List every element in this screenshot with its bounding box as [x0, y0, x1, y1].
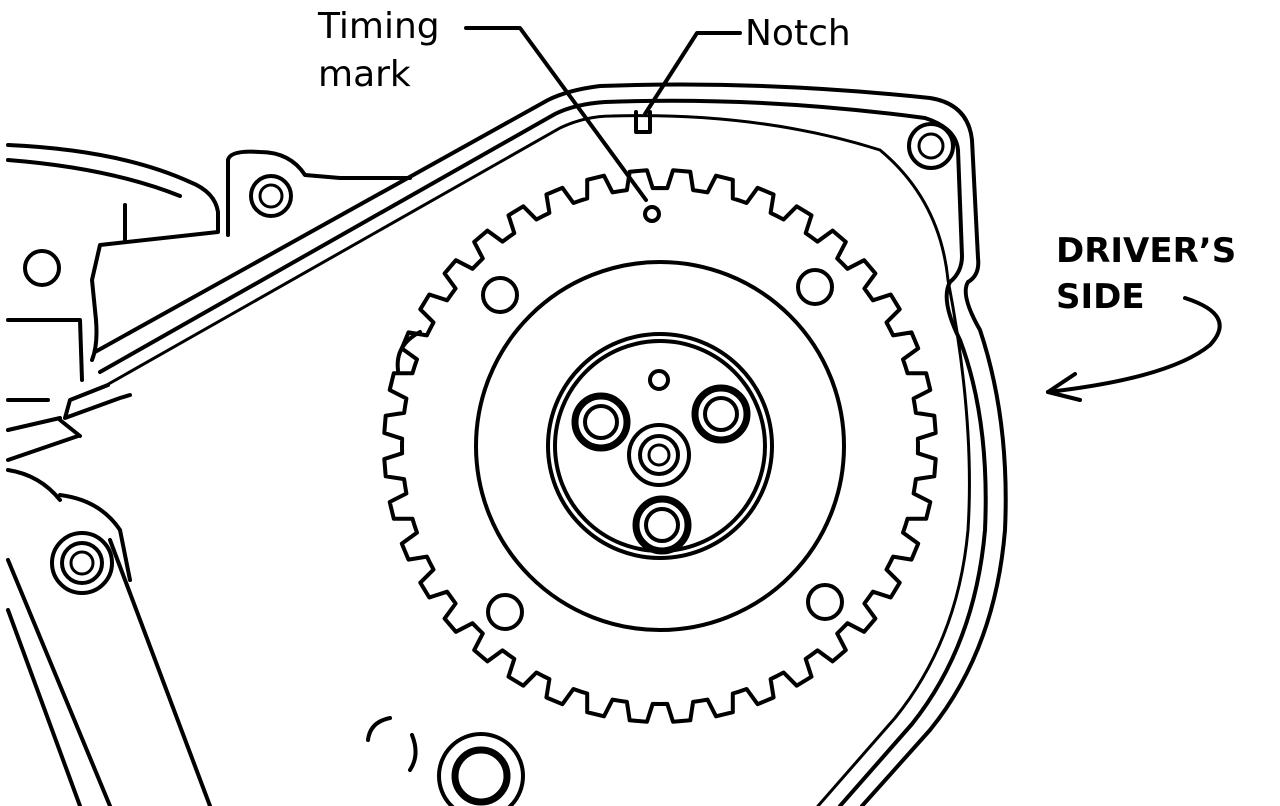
bottom-arc [366, 716, 392, 742]
center-bolt [627, 423, 691, 487]
bottom-bolt [437, 732, 525, 806]
notch-leader [643, 31, 742, 116]
timing-mark-label-line2: mark [318, 54, 411, 95]
engine-block-left [6, 143, 412, 806]
drivers-side-label-line2: SIDE [1056, 277, 1145, 317]
upper-right-boss [907, 122, 955, 170]
sprocket-bolt-left [571, 392, 631, 452]
notch-mark [634, 110, 652, 134]
sprocket-holes [481, 268, 844, 631]
timing-mark-dot [643, 205, 661, 223]
drivers-side-arrow [1046, 296, 1222, 402]
sprocket-bolt-bottom [632, 495, 692, 555]
camshaft-sprocket [382, 168, 938, 724]
timing-mark-label-line1: Timing [317, 6, 440, 47]
sprocket-bolt-right [691, 384, 751, 444]
hub-pin [648, 369, 670, 391]
timing-mark-leader [464, 26, 648, 202]
notch-label: Notch [745, 13, 851, 54]
drivers-side-label-line1: DRIVER’S [1056, 231, 1236, 271]
